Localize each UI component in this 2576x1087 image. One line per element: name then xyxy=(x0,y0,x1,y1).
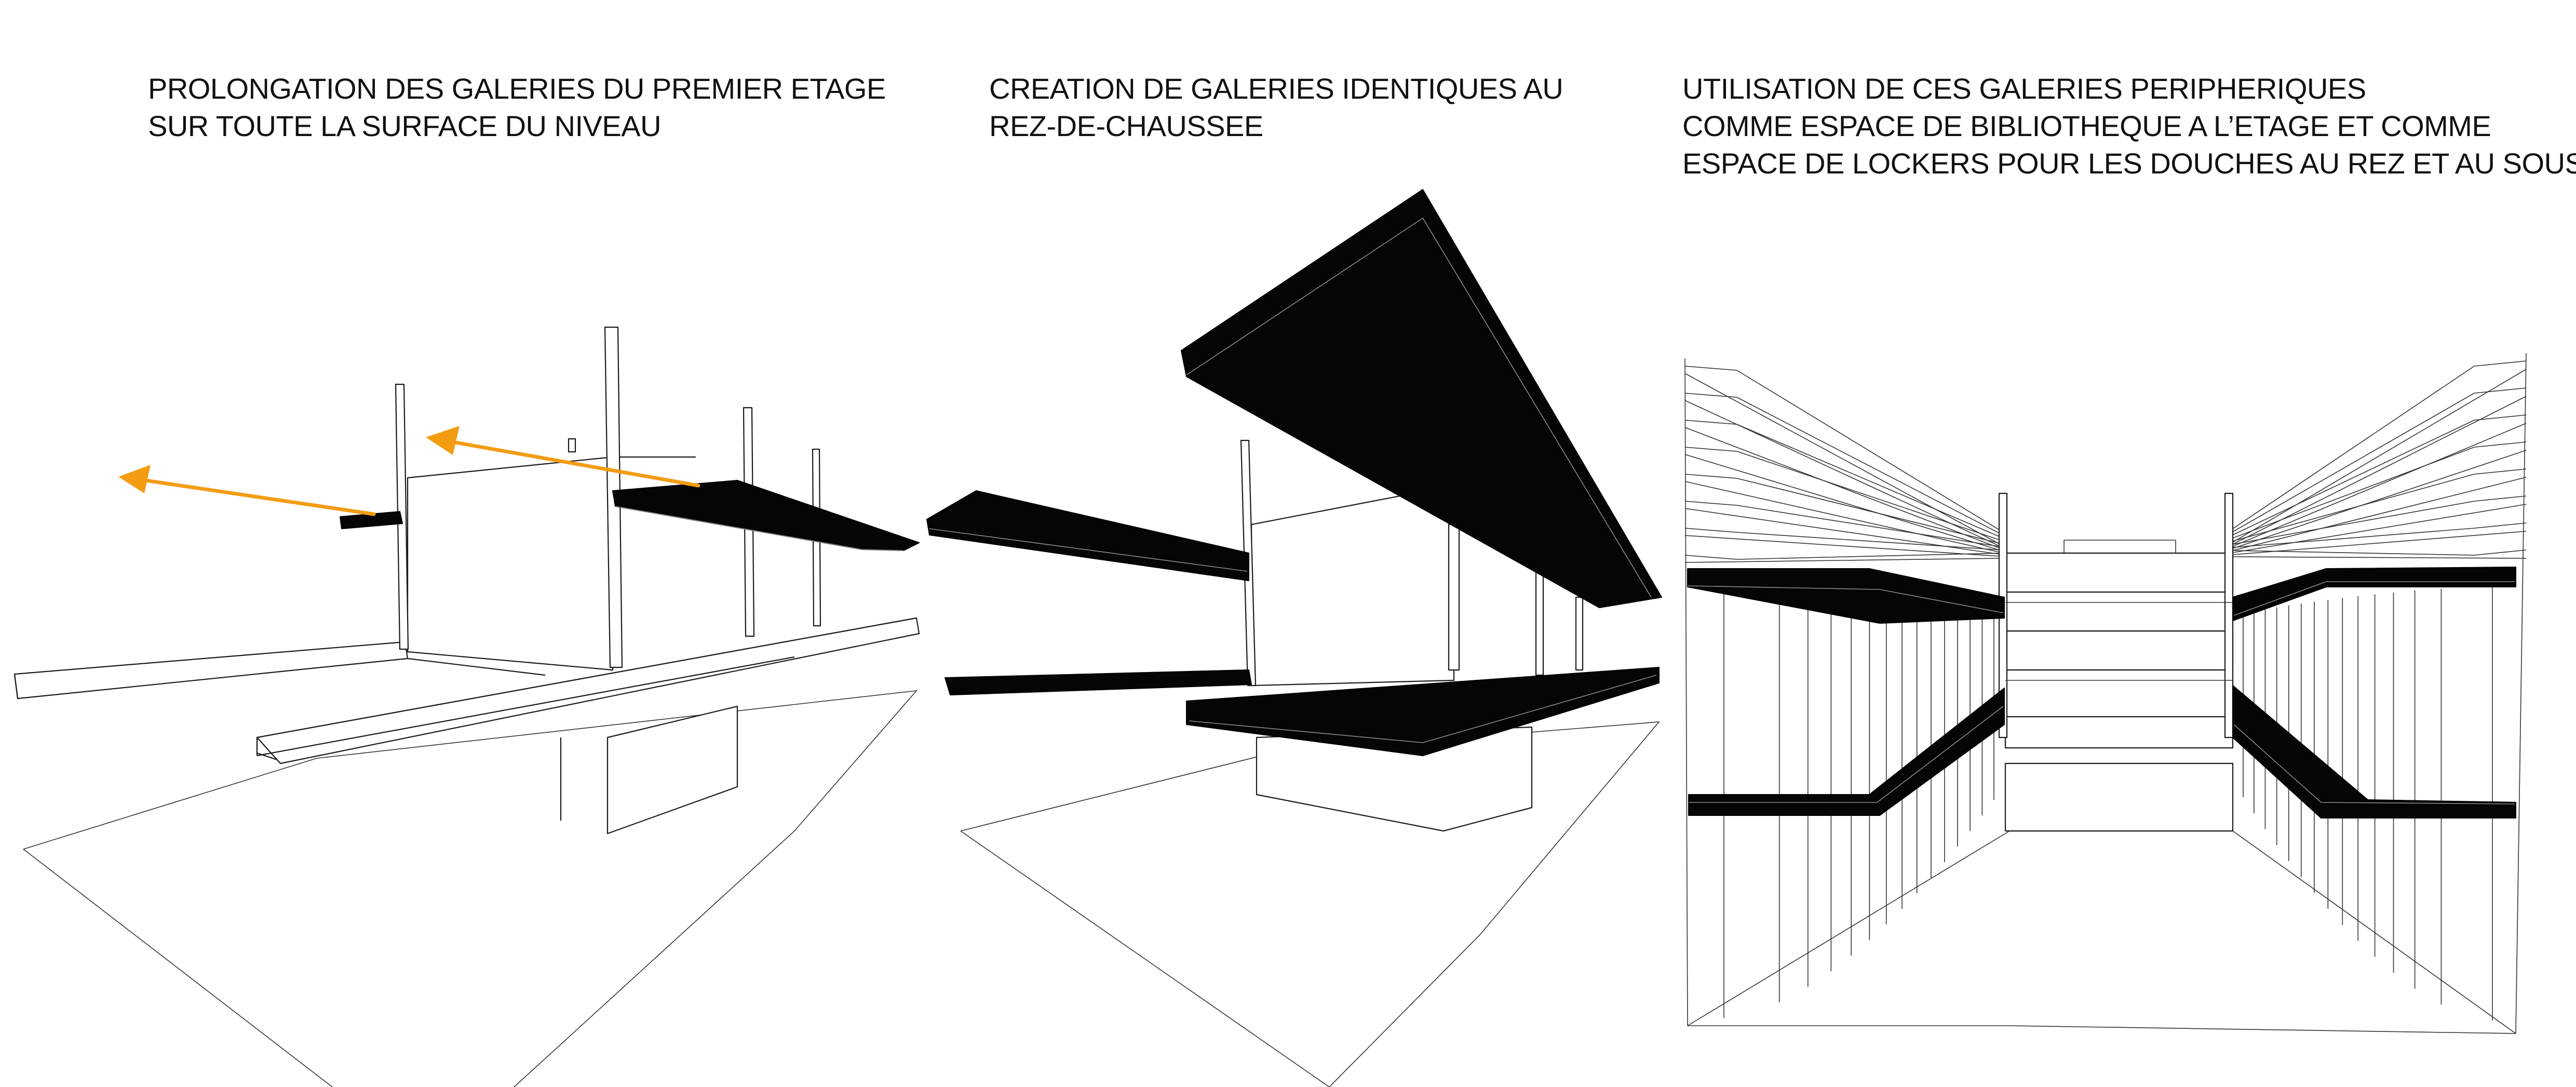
right-shelf-line-lower xyxy=(2232,504,2527,553)
panel-2-ground-plane xyxy=(960,721,1660,1087)
panel-3-left-shelves xyxy=(1684,366,2002,563)
left-shelf-line xyxy=(1736,451,2002,541)
panel-3-caption: UTILISATION DE CES GALERIES PERIPHERIQUE… xyxy=(1682,70,2576,182)
panel-3-right-shelves xyxy=(2232,360,2527,559)
right-shelf-line-lower xyxy=(2232,556,2527,559)
right-shelf-line-lower xyxy=(2232,369,2527,543)
left-shelf-line xyxy=(1736,478,2002,544)
right-shelf-front xyxy=(2474,549,2527,556)
left-shelf-line-lower xyxy=(1684,427,2000,548)
left-shelf-line xyxy=(1736,370,2002,532)
panel-2-drawing xyxy=(926,189,1662,1087)
panel-1-left-slab xyxy=(14,641,409,700)
panel-3-column-right xyxy=(2224,492,2234,739)
left-shelf-line xyxy=(1736,424,2002,538)
panel-2-column-b xyxy=(1448,524,1460,671)
panel-3-gallery-lower-left xyxy=(1688,688,2005,816)
panel-1-arrow-left xyxy=(133,477,376,516)
left-shelf-line xyxy=(1736,553,2002,560)
panel-3-caption-line-3: ESPACE DE LOCKERS POUR LES DOUCHES AU RE… xyxy=(1682,147,2576,180)
left-shelf-line xyxy=(1736,505,2002,547)
left-shelf-front xyxy=(1684,474,1737,479)
panel-1-drawing xyxy=(14,326,920,1087)
panel-2-central-wall xyxy=(1250,485,1455,687)
panel-2-column-c xyxy=(1535,570,1544,676)
right-shelf-line xyxy=(2232,420,2475,535)
left-shelf-line-lower xyxy=(1684,535,2000,557)
right-shelf-front xyxy=(2474,387,2527,394)
panel-2-caption-line-2: REZ-DE-CHAUSSEE xyxy=(989,110,1263,142)
right-shelf-front xyxy=(2474,441,2527,448)
left-shelf-line xyxy=(1736,397,2002,535)
left-shelf-line xyxy=(1736,532,2002,551)
panel-2-caption: CREATION DE GALERIES IDENTIQUES AU REZ-D… xyxy=(989,70,1563,145)
panel-2-gallery-upper-left xyxy=(926,490,1249,581)
panel-3-gallery-lower-right xyxy=(2232,685,2516,818)
panel-1-caption: PROLONGATION DES GALERIES DU PREMIER ETA… xyxy=(148,70,886,145)
panel-3-drawing xyxy=(1684,353,2527,1034)
right-shelf-line xyxy=(2232,501,2475,545)
panel-3-central-box-basement xyxy=(2004,762,2234,832)
panel-1-arrow-right xyxy=(442,438,700,488)
panel-1-column-e xyxy=(568,438,576,453)
panel-2-column-d xyxy=(1575,596,1584,671)
panel-2-gallery-lower-right xyxy=(1186,667,1660,756)
right-shelf-line xyxy=(2232,366,2475,529)
right-shelf-line xyxy=(2232,550,2475,556)
panel-1-lower-box xyxy=(606,705,738,835)
right-shelf-line xyxy=(2232,447,2475,539)
right-shelf-line xyxy=(2232,393,2475,532)
panel-1-gallery-small xyxy=(340,511,403,529)
right-shelf-front xyxy=(2474,495,2527,502)
panel-1-caption-line-1: PROLONGATION DES GALERIES DU PREMIER ETA… xyxy=(148,72,886,105)
panel-3-gallery-upper-left xyxy=(1687,568,2005,624)
left-shelf-front xyxy=(1684,366,1737,371)
panel-3-caption-line-2: COMME ESPACE DE BIBLIOTHEQUE A L’ETAGE E… xyxy=(1682,110,2491,142)
panel-1-ground-edge xyxy=(23,849,333,1087)
panel-1-arrowhead-right xyxy=(426,426,460,455)
right-shelf-line-lower xyxy=(2232,477,2527,551)
panel-3-central-box-middle xyxy=(2004,630,2234,671)
panel-3-gallery-upper-right xyxy=(2232,567,2516,621)
left-shelf-line-lower xyxy=(1684,373,2000,544)
panel-2-gallery-lower-left xyxy=(945,669,1252,695)
panel-1-caption-line-2: SUR TOUTE LA SURFACE DU NIVEAU xyxy=(148,110,662,142)
panel-3-central-box-upper xyxy=(2004,552,2234,593)
right-shelf-line-lower xyxy=(2232,531,2527,555)
panel-3-frame xyxy=(1684,353,2527,1034)
right-shelf-line xyxy=(2232,528,2475,548)
right-shelf-line-lower xyxy=(2232,450,2527,549)
panel-1-central-wall xyxy=(407,456,614,671)
left-shelf-line-lower xyxy=(1684,481,2000,553)
right-shelf-line-lower xyxy=(2232,423,2527,547)
panel-3-central-box-lower xyxy=(2004,716,2234,749)
right-shelf-front xyxy=(2474,360,2527,367)
left-shelf-front xyxy=(1684,501,1737,506)
panel-2-gallery-upper-right xyxy=(1181,189,1662,608)
panel-2-caption-line-1: CREATION DE GALERIES IDENTIQUES AU xyxy=(989,72,1563,105)
left-shelf-line-lower xyxy=(1684,454,2000,551)
left-shelf-front xyxy=(1684,447,1737,452)
panel-1-column-a xyxy=(395,383,409,650)
right-shelf-front xyxy=(2474,414,2527,421)
panel-1-ground-plane xyxy=(23,690,918,1087)
right-shelf-line xyxy=(2232,474,2475,542)
left-shelf-line-lower xyxy=(1684,558,2000,563)
left-shelf-front xyxy=(1684,393,1737,398)
right-shelf-line-lower xyxy=(2232,396,2527,545)
left-shelf-front xyxy=(1684,420,1737,425)
left-shelf-front xyxy=(1684,555,1737,560)
panel-1-gallery-upper xyxy=(612,480,920,551)
right-shelf-front xyxy=(2474,468,2527,475)
panel-1-arrowhead-left xyxy=(118,465,151,493)
right-shelf-front xyxy=(2474,522,2527,529)
panel-3-caption-line-1: UTILISATION DE CES GALERIES PERIPHERIQUE… xyxy=(1682,72,2366,105)
left-shelf-front xyxy=(1684,528,1737,533)
